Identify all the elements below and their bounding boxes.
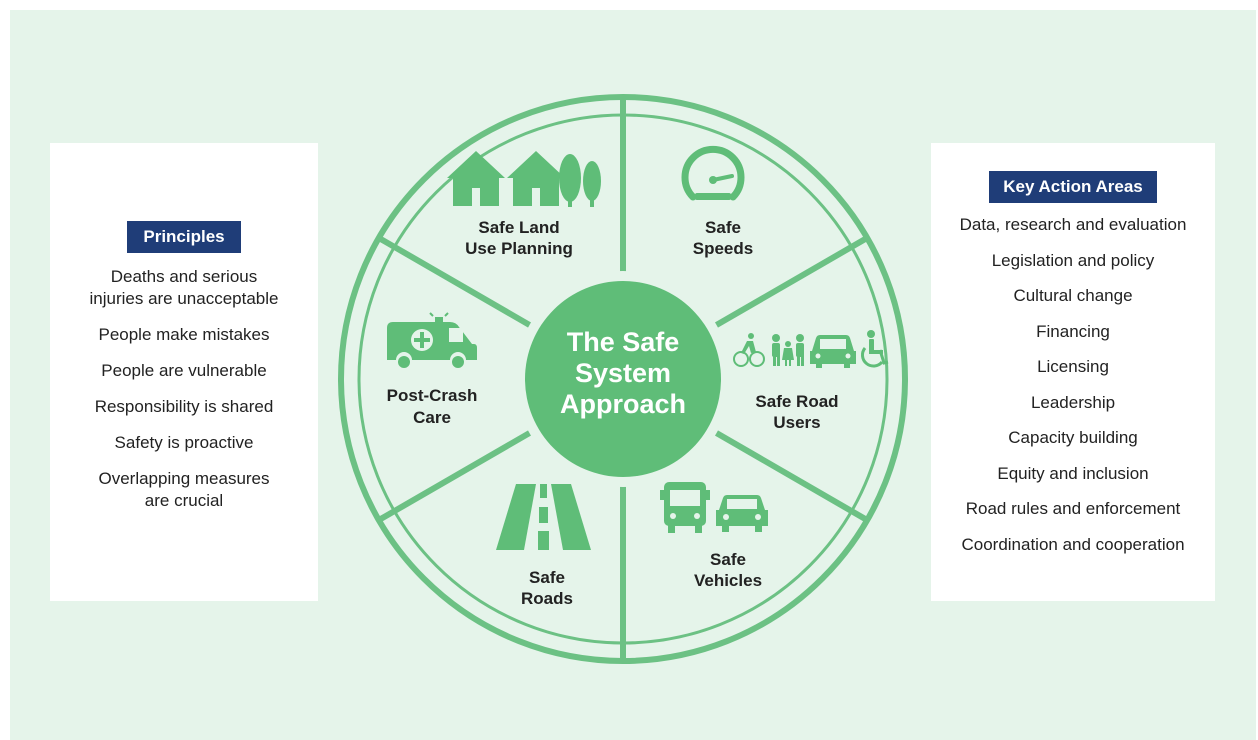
principles-list: Deaths and serious injuries are unaccept… (50, 266, 318, 512)
action-area-item: Licensing (1037, 357, 1109, 376)
action-area-item: Equity and inclusion (997, 463, 1149, 483)
segment-road-users: Safe Road Users (733, 330, 889, 432)
action-area-item: Coordination and cooperation (961, 534, 1185, 554)
key-action-areas-title: Key Action Areas (989, 171, 1157, 203)
principle-item: Responsibility is shared (94, 397, 274, 416)
principle-item: Deaths and serious (110, 267, 258, 286)
segment-label-line1: Safe (529, 568, 565, 587)
houses-trees-icon (447, 151, 601, 207)
center-title-line1: The Safe (567, 327, 680, 357)
segment-label-line1: Safe Land (478, 218, 559, 237)
bus-car-icon (660, 482, 768, 533)
principle-item: are crucial (144, 491, 224, 510)
diagram-canvas: Principles Deaths and serious injuries a… (10, 10, 1256, 740)
principles-panel: Principles Deaths and serious injuries a… (50, 143, 318, 601)
action-area-item: Financing (1036, 321, 1110, 341)
segment-land-use: Safe Land Use Planning (447, 151, 601, 258)
action-area-item: Leadership (1030, 392, 1116, 412)
key-action-areas-list: Data, research and evaluation Legislatio… (931, 214, 1215, 556)
action-area-item: Capacity building (1008, 428, 1138, 447)
principle-item: People make mistakes (98, 325, 270, 344)
road-icon (496, 484, 591, 550)
principle-item: Overlapping measures (98, 469, 270, 488)
segment-label-line1: Post-Crash (387, 386, 478, 405)
segment-label-line2: Vehicles (694, 571, 762, 590)
center-hub (525, 281, 721, 477)
principle-item: Safety is proactive (114, 433, 254, 452)
principle-item: People are vulnerable (101, 361, 267, 380)
segment-vehicles: Safe Vehicles (660, 482, 768, 590)
segment-label-line1: Safe Road (755, 392, 838, 411)
action-area-item: Data, research and evaluation (959, 215, 1187, 234)
speedometer-icon (681, 145, 745, 201)
segment-post-crash: Post-Crash Care (387, 312, 478, 427)
segment-label-line2: Roads (521, 589, 573, 608)
segment-label-line1: Safe (710, 550, 746, 569)
action-area-item: Road rules and enforcement (965, 499, 1181, 518)
segment-speeds: Safe Speeds (681, 145, 753, 258)
segment-label-line1: Safe (705, 218, 741, 237)
principles-title: Principles (127, 221, 241, 253)
key-action-areas-panel: Key Action Areas Data, research and eval… (931, 143, 1215, 601)
ambulance-icon (387, 312, 477, 368)
center-title-line3: Approach (560, 389, 686, 419)
principle-item: injuries are unacceptable (89, 289, 279, 308)
segment-label-line2: Use Planning (465, 239, 573, 258)
segment-label-line2: Users (773, 413, 820, 432)
road-users-icon (733, 330, 889, 368)
segment-label-line2: Speeds (693, 239, 753, 258)
segment-label-line2: Care (413, 408, 451, 427)
safe-system-wheel: The Safe System Approach Safe Land Use P… (338, 94, 908, 664)
action-area-item: Legislation and policy (991, 250, 1155, 270)
action-area-item: Cultural change (1013, 286, 1133, 305)
center-title-line2: System (575, 358, 671, 388)
segment-roads: Safe Roads (496, 484, 591, 608)
